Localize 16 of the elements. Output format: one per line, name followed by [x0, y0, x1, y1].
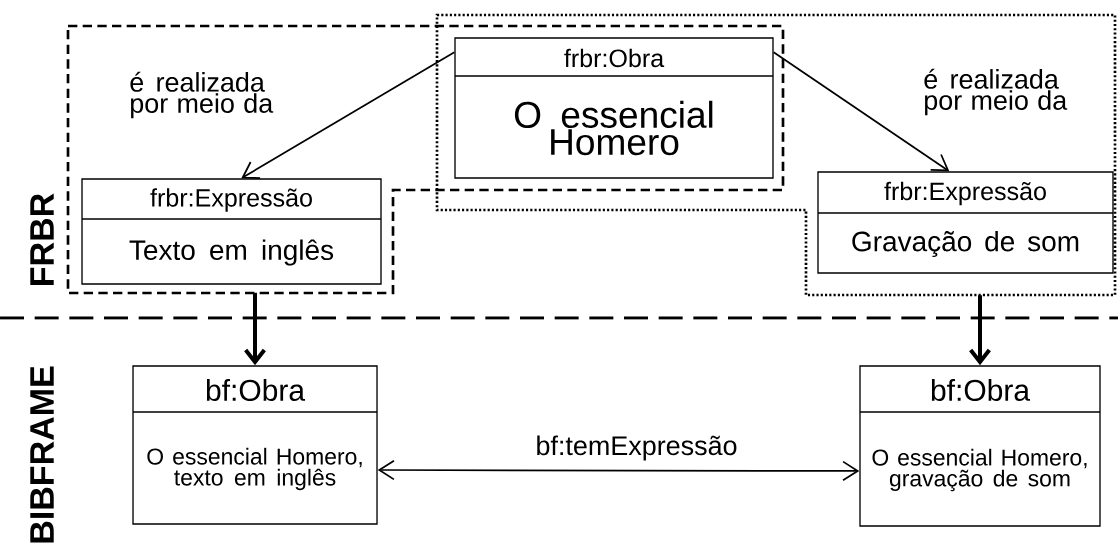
group-outline — [66, 24, 785, 295]
arrow — [377, 459, 860, 482]
class-box: bf:Obra O essencial Homero, texto em inglês — [132, 365, 378, 525]
section-label: BIBFRAME — [30, 366, 54, 543]
edge-label: é realizada por meio da — [924, 68, 1068, 116]
arrow — [241, 51, 456, 179]
edge-label: é realizada por meio da — [130, 71, 274, 119]
group-outline — [435, 13, 1117, 297]
arrow — [969, 295, 991, 366]
class-box: bf:Obra O essencial Homero, gravação de som — [859, 365, 1101, 527]
edge-label: bf:temExpressão — [537, 435, 737, 461]
class-box: frbr:Expressão Texto em inglês — [81, 178, 382, 285]
class-box: frbr:Expressão Gravação de som — [817, 171, 1114, 274]
class-box: frbr:Obra O essencial Homero — [454, 37, 774, 179]
arrow — [244, 292, 266, 366]
arrow — [772, 51, 950, 172]
